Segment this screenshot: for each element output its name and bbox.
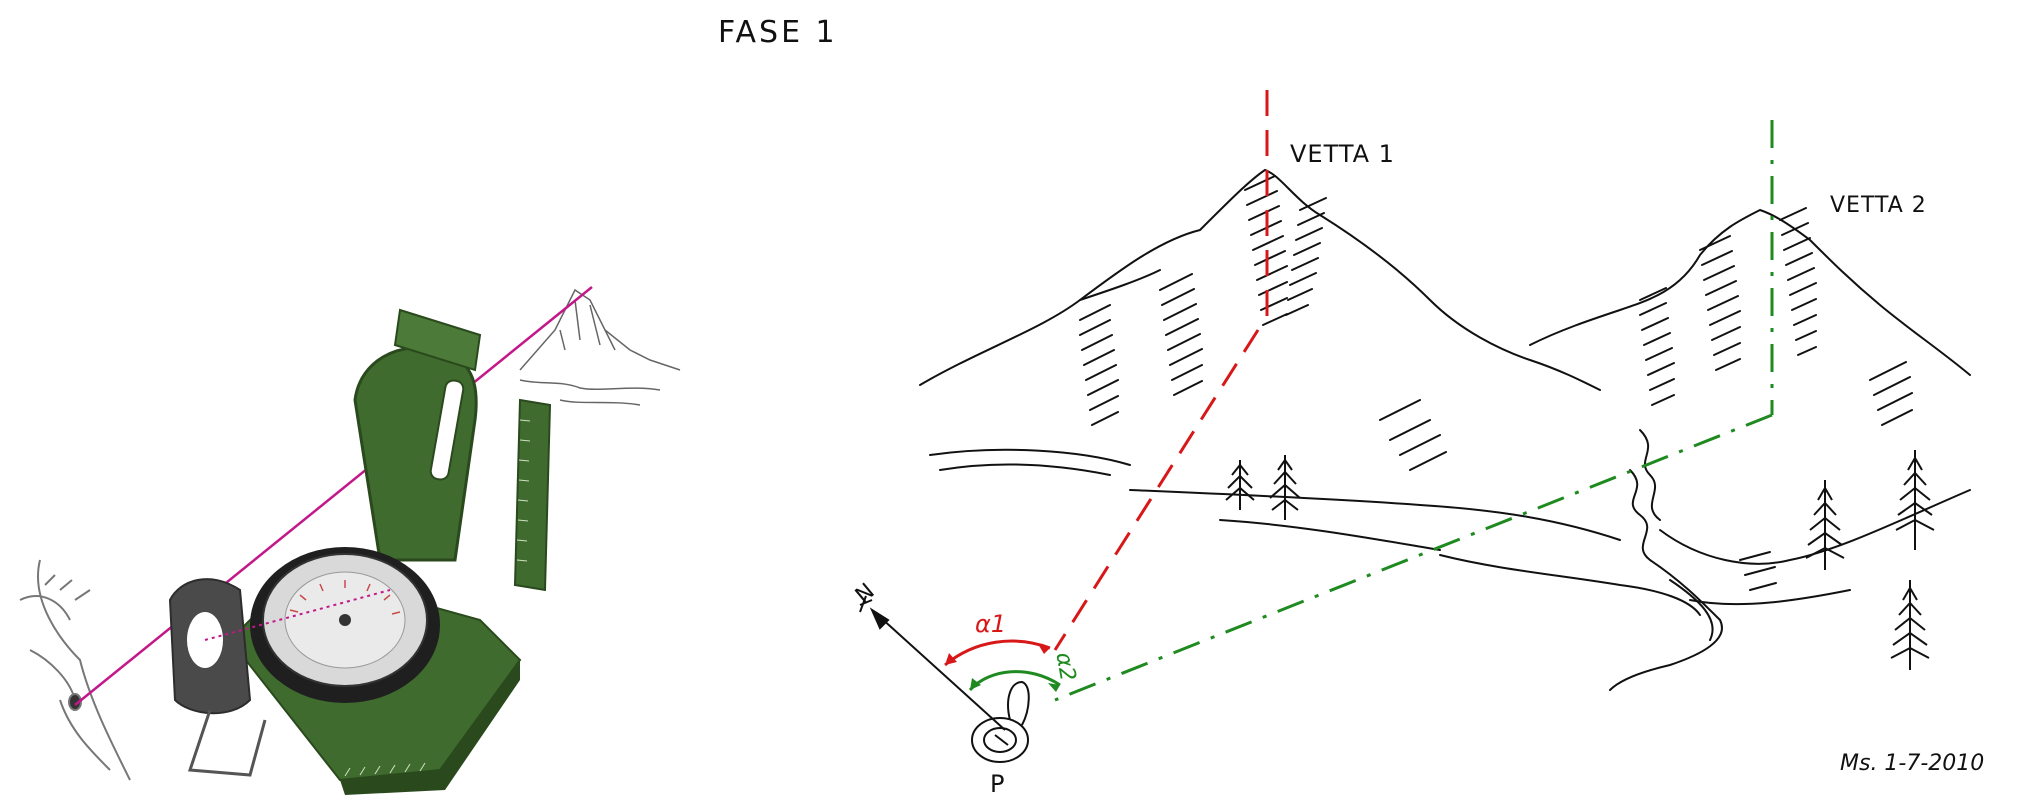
- angle-arc-1: [945, 641, 1050, 665]
- alpha-1-label: α1: [975, 610, 1006, 638]
- observer-icon: [972, 682, 1029, 762]
- peak-1-label: VETTA 1: [1290, 140, 1395, 168]
- compass-illustration: [20, 287, 680, 795]
- eye-icon: [20, 560, 130, 780]
- peak-2-label: VETTA 2: [1830, 193, 1927, 218]
- north-label: N: [851, 579, 880, 609]
- river: [1610, 470, 1722, 690]
- bearing-line-2: [1055, 120, 1772, 700]
- page-title: FASE 1: [718, 15, 838, 50]
- observer-label: P: [990, 770, 1004, 798]
- alpha-2-label: α2: [1051, 651, 1081, 683]
- valley-line: [930, 450, 1130, 465]
- mountain-2-outline: [1530, 210, 1970, 375]
- angle-arc-2: [970, 672, 1060, 690]
- mountain-2-hatching: [1640, 208, 1912, 425]
- signature: Ms. 1-7-2010: [1840, 751, 1984, 776]
- pine-tree-icon: [1226, 450, 1934, 670]
- mountain-1-outline: [920, 170, 1600, 390]
- bearing-line-1: [1055, 90, 1267, 650]
- mountain-1-hatching: [1080, 176, 1446, 470]
- mountain-icon: [520, 290, 680, 405]
- compass-icon: [170, 310, 550, 795]
